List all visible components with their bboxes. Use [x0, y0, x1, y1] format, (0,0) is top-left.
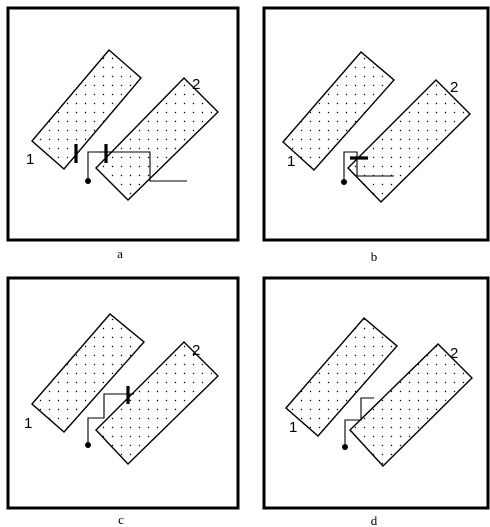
terminal-dot — [341, 179, 347, 185]
panel-c: 1 2 c — [6, 276, 240, 527]
panel-d: 1 2 d — [262, 276, 490, 527]
plate-2-dots — [96, 342, 218, 464]
terminal-dot — [85, 442, 91, 448]
plate-2-dots — [96, 78, 218, 200]
plate-1-dots — [32, 50, 141, 169]
plate-label-1: 1 — [26, 151, 34, 168]
plate-label-2: 2 — [192, 342, 200, 359]
plate-1-dots — [32, 314, 144, 432]
caption-a: a — [117, 246, 123, 261]
plate-label-1: 1 — [289, 419, 297, 436]
plate-label-2: 2 — [450, 345, 458, 362]
caption-d: d — [371, 513, 378, 527]
plate-1-dots — [283, 52, 394, 170]
panel-b: 1 2 b — [262, 6, 490, 264]
caption-c: c — [118, 512, 124, 527]
plate-label-1: 1 — [24, 415, 32, 432]
plate-label-2: 2 — [192, 76, 200, 93]
wire — [343, 151, 394, 182]
plate-2-dots — [348, 80, 470, 202]
wire — [87, 151, 187, 182]
plate-label-1: 1 — [287, 153, 295, 170]
plate-2-dots — [350, 344, 472, 466]
plate-label-2: 2 — [450, 79, 458, 96]
terminal-dot — [342, 444, 348, 450]
wire — [344, 397, 374, 447]
terminal-dot — [85, 178, 91, 184]
wire — [87, 393, 134, 445]
caption-b: b — [371, 249, 378, 264]
plate-1-dots — [286, 318, 397, 436]
panel-a: 1 2 a — [6, 6, 240, 261]
